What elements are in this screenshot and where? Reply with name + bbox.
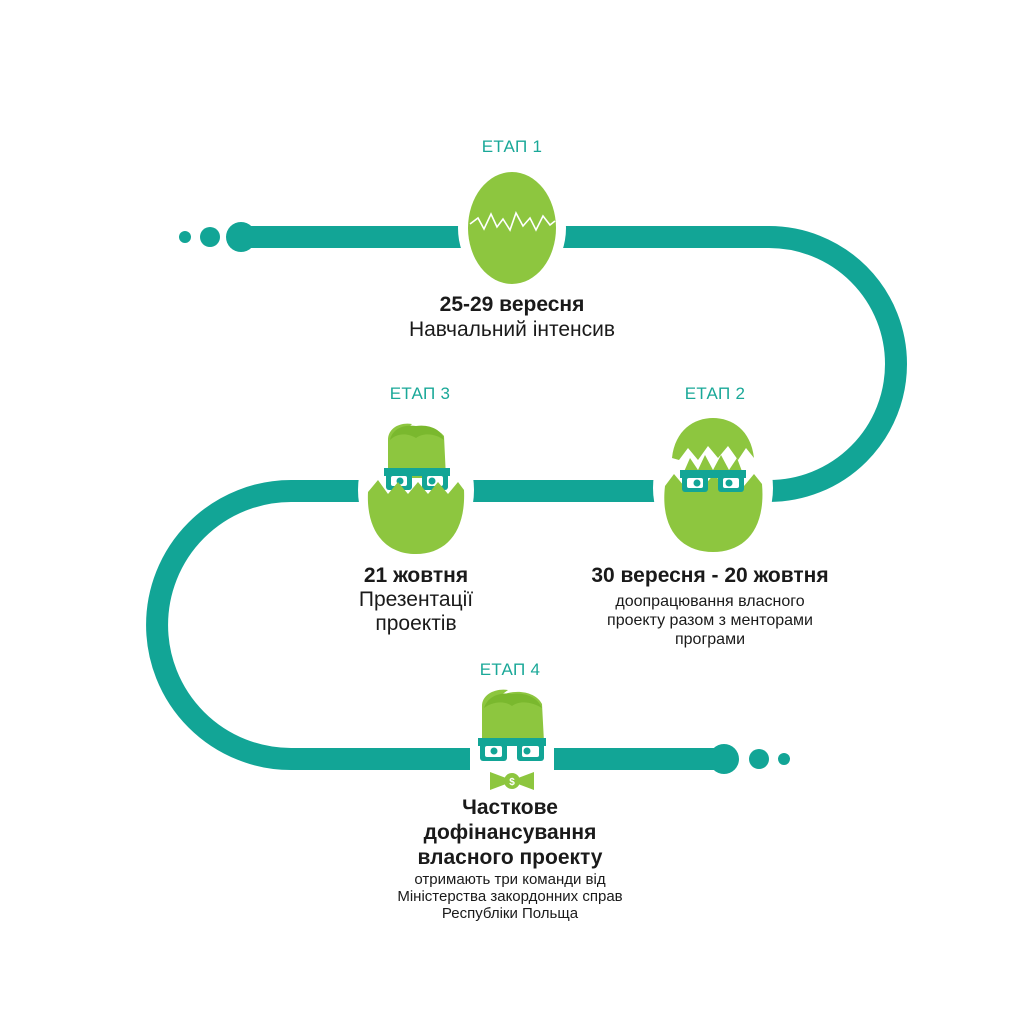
stage-3-description-line: Презентації [316, 588, 516, 612]
stage-4-title-line: дофінансування [360, 820, 660, 845]
path-end-dot-large [709, 744, 739, 774]
stage-1-label: ЕТАП 1 [452, 137, 572, 157]
stage-3-label: ЕТАП 3 [360, 384, 480, 404]
stage-4-title-line: власного проекту [360, 845, 660, 870]
stage-2-description-line: доопрацювання власного [560, 592, 860, 611]
stage-4-label: ЕТАП 4 [450, 660, 570, 680]
stage-4-title-line: Часткове [360, 795, 660, 820]
path-start-dot-large [226, 222, 256, 252]
hatched-character-icon [358, 420, 474, 560]
hatching-character-icon [653, 418, 773, 558]
path-end-dot-small [778, 753, 790, 765]
stage-3-description: Презентації проектів [316, 588, 516, 636]
stage-2-label: ЕТАП 2 [655, 384, 775, 404]
stage-3-date: 21 жовтня [316, 563, 516, 589]
stage-2-description-line: проекту разом з менторами [560, 611, 860, 630]
stage-4-description-line: Міністерства закордонних справ [360, 888, 660, 905]
bowtie-dollar-symbol: $ [509, 777, 515, 788]
stage-4-description-line: Республіки Польща [360, 905, 660, 922]
stage-1-description: Навчальний інтенсив [362, 318, 662, 342]
stage-4-title: Часткове дофінансування власного проекту [360, 795, 660, 870]
stage-3-description-line: проектів [316, 612, 516, 636]
stage-2-description: доопрацювання власного проекту разом з м… [560, 592, 860, 649]
stage-1-date: 25-29 вересня [362, 292, 662, 318]
stage-4-description-line: отримають три команди від [360, 871, 660, 888]
path-start-dot-small [179, 231, 191, 243]
stage-2-description-line: програми [560, 630, 860, 649]
stage-4-description: отримають три команди від Міністерства з… [360, 871, 660, 922]
character-with-bowtie-icon: $ [470, 690, 554, 800]
cracking-egg-icon [458, 166, 566, 290]
path-end-dot-medium [749, 749, 769, 769]
stage-2-date: 30 вересня - 20 жовтня [560, 563, 860, 589]
path-start-dot-medium [200, 227, 220, 247]
